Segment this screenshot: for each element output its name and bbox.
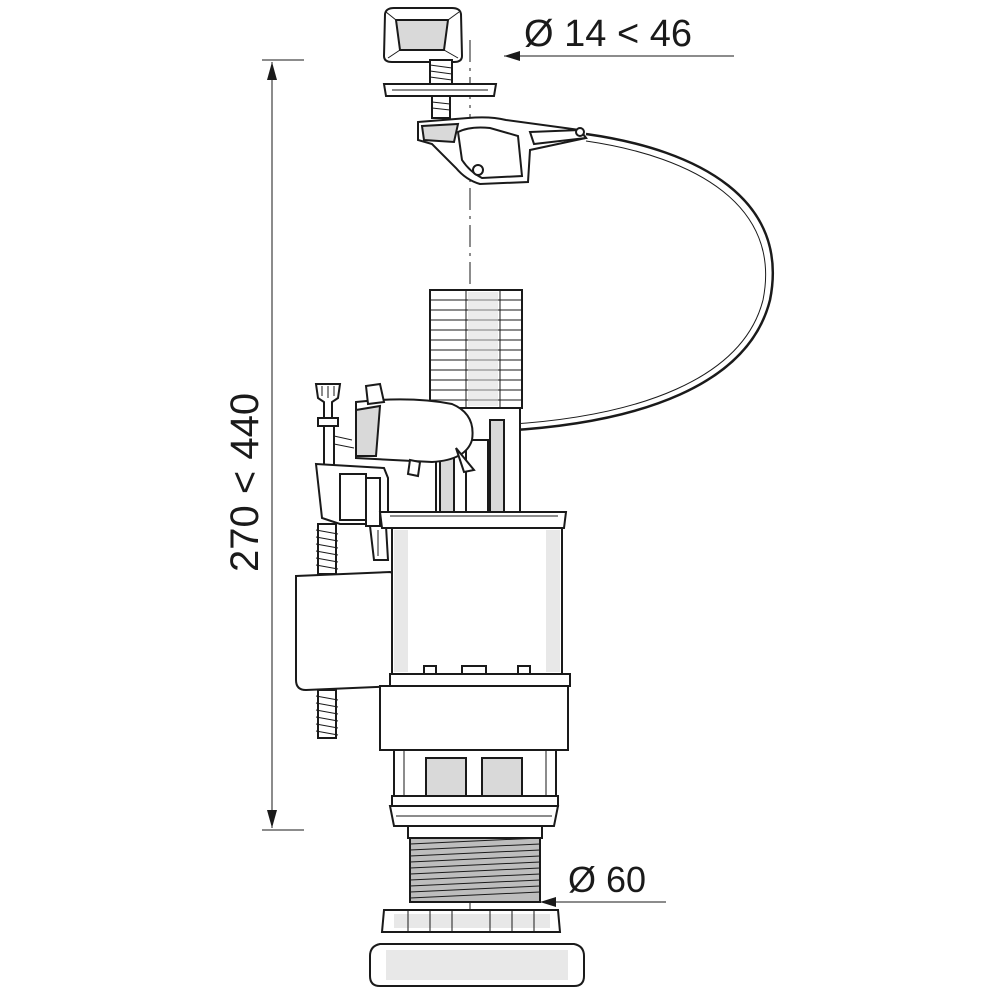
main-cylinder [391,527,563,675]
button-diameter-label: Ø 14 < 46 [524,13,692,55]
base-diameter-label: Ø 60 [568,859,646,900]
lower-threaded-rod [315,689,339,739]
button-rod [431,95,451,119]
float-threaded-rod [315,523,339,575]
threaded-base [407,825,543,903]
cable-actuator [417,116,588,186]
valve-cap [378,511,568,529]
adjustment-rod [314,383,355,467]
button-flange [382,83,498,97]
cylinder-collar [389,665,571,687]
flush-cage [391,749,559,807]
push-button [382,7,464,63]
bowden-cable [469,132,774,434]
height-dimension: 270 < 440 [223,59,304,831]
lower-cylinder [379,685,569,751]
overflow-tube [429,289,523,409]
seal-ring [388,805,560,827]
float-cup [355,382,476,478]
fill-valve-body [314,462,390,561]
lock-nut [380,909,562,933]
button-threaded-rod [429,59,453,85]
base-diameter-dimension: Ø 60 [540,859,666,907]
button-diameter-dimension: Ø 14 < 46 [504,13,734,61]
height-range-label: 270 < 440 [223,393,267,572]
base-washer [369,943,585,987]
